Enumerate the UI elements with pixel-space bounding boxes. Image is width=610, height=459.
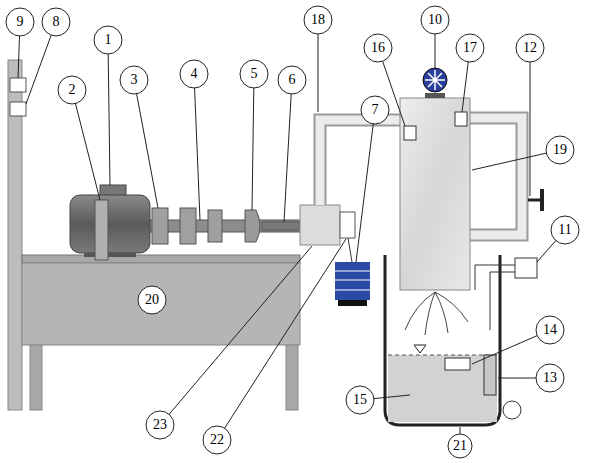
callout-number: 17 <box>455 39 485 57</box>
callout-number: 21 <box>445 437 475 455</box>
leader-lines <box>18 20 565 446</box>
callout-number: 19 <box>545 141 575 159</box>
callout-number: 11 <box>550 221 580 239</box>
callout-number: 12 <box>515 39 545 57</box>
callout-circles <box>6 6 579 458</box>
callout-number: 13 <box>535 369 565 387</box>
callout-number: 3 <box>119 71 149 89</box>
callout-number: 14 <box>535 321 565 339</box>
callout-number: 1 <box>93 31 123 49</box>
callout-number: 5 <box>239 65 269 83</box>
callout-number: 22 <box>202 431 232 449</box>
callout-number: 8 <box>41 13 71 31</box>
callout-number: 20 <box>137 291 167 309</box>
callout-number: 4 <box>179 65 209 83</box>
callout-number: 9 <box>5 13 35 31</box>
callout-number: 23 <box>145 416 175 434</box>
callout-number: 7 <box>360 101 390 119</box>
callout-number: 6 <box>277 71 307 89</box>
callout-number: 10 <box>420 11 450 29</box>
callout-number: 16 <box>363 39 393 57</box>
callout-number: 18 <box>303 11 333 29</box>
callout-number: 15 <box>345 391 375 409</box>
callout-number: 2 <box>57 81 87 99</box>
